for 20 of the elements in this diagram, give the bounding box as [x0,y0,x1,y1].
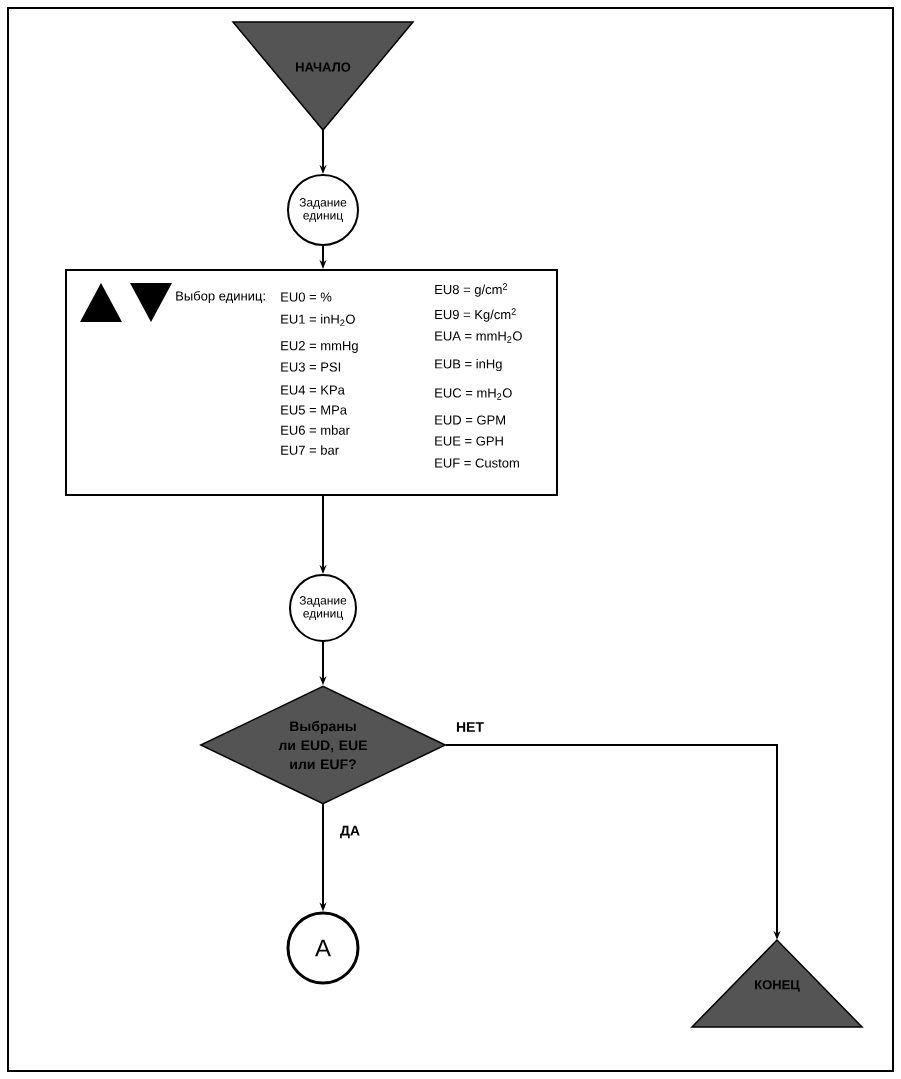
edge-label: НЕТ [455,721,485,733]
edge-label: ДА [338,824,362,840]
unit-option: EU6 = mbar [281,425,350,435]
unit-option: EU8 = g/cm$^{2}$ [435,283,508,297]
unit-option: EU2 = mmHg [281,341,358,353]
unit-option: EUF = Custom [435,458,519,468]
unit-option: EU0 = % [281,292,332,302]
unit-option: EUB = inHg [435,358,502,372]
unit-option: EU4 = KPa [281,385,345,395]
unit-option: EU1 = inH$_{2}$O [281,314,355,326]
unit-option: EUD = GPM [435,415,505,425]
unit-option: EUA = mmH$_{2}$O [435,331,522,343]
unit-option: EU7 = bar [281,445,339,455]
unit-option: EU3 = PSI [281,362,341,372]
unit-option: EUE = GPH [435,436,503,446]
unit-option: EU5 = MPa [281,405,347,415]
unit-option: EU9 = Kg/cm$^{2}$ [435,308,516,322]
unit-option: EUC = mH$_{2}$O [435,388,512,400]
menu-label: Выбор единиц: [176,290,265,304]
menu-box [65,269,558,496]
